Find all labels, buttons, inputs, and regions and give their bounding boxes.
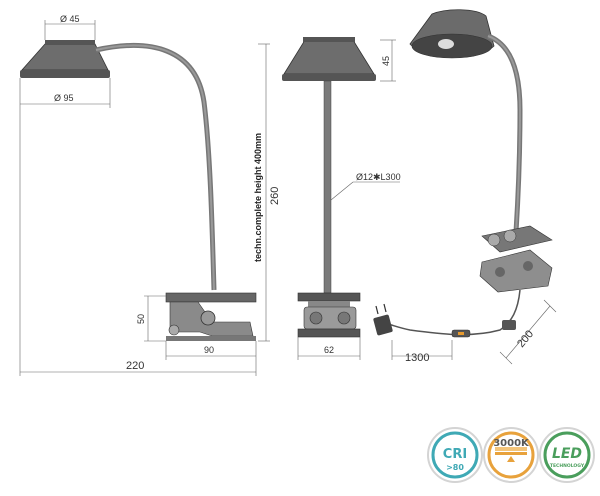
badge-kelvin: 3000K <box>483 427 539 483</box>
dim-head-base: Ø 95 <box>54 93 74 103</box>
dim-shade-height: 45 <box>381 56 391 66</box>
dim-total-width: 220 <box>126 360 144 372</box>
persp-cable <box>387 289 521 336</box>
dim-cable: 1300 <box>405 352 429 364</box>
side-clamp-top <box>165 292 257 303</box>
dim-arm-height: 260 <box>269 187 281 205</box>
front-rod <box>323 80 332 294</box>
side-head-top <box>45 40 95 45</box>
side-view: Ø 45 Ø 95 50 90 220 techn.complete heigh… <box>19 14 281 376</box>
badge-led: LED TECHNOLOGY <box>539 427 595 483</box>
badge-cri-value: >80 <box>446 463 464 472</box>
badge-led-label: LED <box>552 446 582 462</box>
dim-front-base: 62 <box>324 345 334 355</box>
side-head-shade <box>21 43 109 71</box>
dim-rod: Ø12✱L300 <box>356 172 401 182</box>
side-clamp-hinge <box>200 310 216 326</box>
dim-clip-angle: 200 <box>515 328 536 350</box>
badge-cri: CRI >80 <box>427 427 483 483</box>
badge-led-sub: TECHNOLOGY <box>550 463 585 469</box>
front-view: 45 Ø12✱L300 62 <box>282 37 401 360</box>
badge-cri-label: CRI <box>443 447 467 462</box>
front-head-shade <box>283 39 375 75</box>
persp-gooseneck <box>486 33 523 233</box>
perspective-view: 1300 200 <box>373 9 557 365</box>
badge-kelvin-label: 3000K <box>493 438 530 449</box>
persp-plug <box>373 314 393 336</box>
dim-head-top: Ø 45 <box>60 14 80 24</box>
note-complete-height: techn.complete height 400mm <box>253 133 263 262</box>
side-gooseneck <box>95 42 217 291</box>
front-clamp-top <box>297 292 361 302</box>
dim-clamp-width: 90 <box>204 345 214 355</box>
dim-clamp-height: 50 <box>136 314 146 324</box>
side-head-base <box>20 70 110 78</box>
persp-clamp-top <box>481 225 553 253</box>
persp-clamp-body <box>479 249 553 293</box>
